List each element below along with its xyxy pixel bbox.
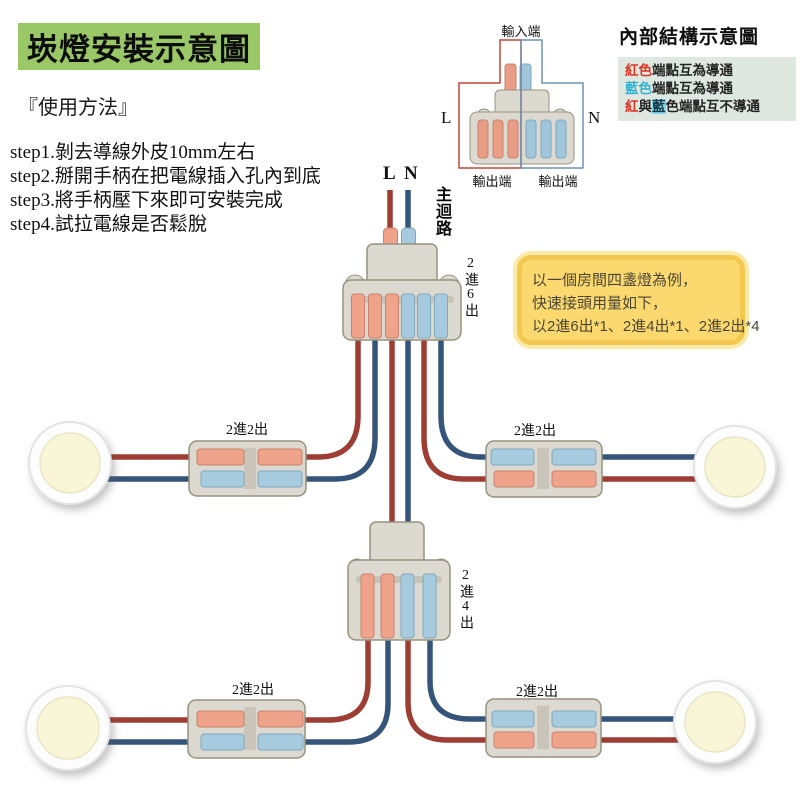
usage-heading: 『使用方法』 bbox=[18, 97, 138, 119]
connector-2in2out-bottom-left bbox=[187, 699, 306, 759]
downlight-mid-right bbox=[693, 425, 777, 509]
label-2in6out: 2進6出 bbox=[463, 256, 478, 318]
wires-main-to-branches bbox=[295, 330, 500, 532]
legend-blue-char: 藍 bbox=[652, 99, 666, 114]
legend-line-1: 紅色端點互為導通 bbox=[625, 62, 789, 80]
step-4: step4.試拉電線是否鬆脫 bbox=[10, 214, 207, 235]
note-line-2: 快速接頭用量如下， bbox=[532, 295, 668, 312]
internal-n-path-outline bbox=[520, 39, 584, 169]
legend-blue-term: 藍色 bbox=[625, 81, 652, 96]
internal-input-label: 輸入端 bbox=[501, 24, 541, 39]
legend-line-3: 紅與藍色端點互不導通 bbox=[625, 98, 789, 116]
legend-box: 紅色端點互為導通 藍色端點互為導通 紅與藍色端點互不導通 bbox=[618, 57, 796, 121]
label-2in4out: 2進4出 bbox=[458, 568, 473, 630]
circuit-l-label: L bbox=[383, 163, 402, 184]
legend-line-2: 藍色端點互為導通 bbox=[625, 80, 789, 98]
label-2in2out-bottom-right: 2進2出 bbox=[516, 685, 558, 700]
legend-red-char: 紅 bbox=[625, 99, 639, 114]
note-line-3: 以2進6出*1、2進4出*1、2進2出*4 bbox=[532, 318, 760, 335]
note-line-1: 以一個房間四盞燈為例， bbox=[532, 272, 698, 289]
step-2: step2.掰開手柄在把電線插入孔內到底 bbox=[10, 166, 321, 187]
legend-line-1-text: 端點互為導通 bbox=[652, 63, 733, 78]
legend-line-2-text: 端點互為導通 bbox=[652, 81, 733, 96]
step-3: step3.將手柄壓下來即可安裝完成 bbox=[10, 190, 283, 211]
downlight-bottom-left bbox=[25, 685, 111, 771]
connector-2in2out-mid-right bbox=[485, 440, 603, 498]
note-box: 以一個房間四盞燈為例， 快速接頭用量如下， 以2進6出*1、2進4出*1、2進2… bbox=[517, 255, 760, 345]
page-title: 崁燈安裝示意圖 bbox=[27, 32, 251, 67]
connector-2in4out bbox=[347, 521, 451, 641]
usage-steps: step1.剝去導線外皮10mm左右 step2.掰開手柄在把電線插入孔內到底 … bbox=[10, 141, 321, 237]
label-2in2out-mid-left: 2進2出 bbox=[226, 423, 268, 438]
page-title-banner: 崁燈安裝示意圖 bbox=[18, 23, 260, 70]
internal-l-label: L bbox=[441, 108, 452, 127]
connector-2in6out bbox=[342, 227, 462, 341]
wires-2in4out-outputs bbox=[295, 635, 500, 745]
label-2in2out-bottom-left: 2進2出 bbox=[232, 683, 274, 698]
connector-2in2out-bottom-right bbox=[485, 698, 602, 758]
internal-output-right-label: 輸出端 bbox=[538, 174, 578, 189]
internal-mini-connector bbox=[469, 63, 575, 165]
internal-n-label: N bbox=[588, 108, 601, 127]
internal-structure-title: 內部結構示意圖 bbox=[619, 27, 760, 48]
legend-line-3-text: 色端點互不導通 bbox=[665, 99, 761, 114]
label-2in2out-mid-right: 2進2出 bbox=[514, 424, 556, 439]
internal-output-left-label: 輸出端 bbox=[472, 174, 512, 189]
circuit-n-label: N bbox=[404, 163, 424, 184]
legend-and-char: 與 bbox=[638, 99, 653, 114]
step-1: step1.剝去導線外皮10mm左右 bbox=[10, 142, 256, 163]
connector-2in2out-mid-left bbox=[188, 440, 307, 497]
main-circuit-label: 主迴路 bbox=[433, 186, 450, 237]
legend-red-term: 紅色 bbox=[625, 63, 652, 78]
downlight-mid-left bbox=[28, 421, 112, 505]
downlight-bottom-right bbox=[673, 680, 757, 764]
